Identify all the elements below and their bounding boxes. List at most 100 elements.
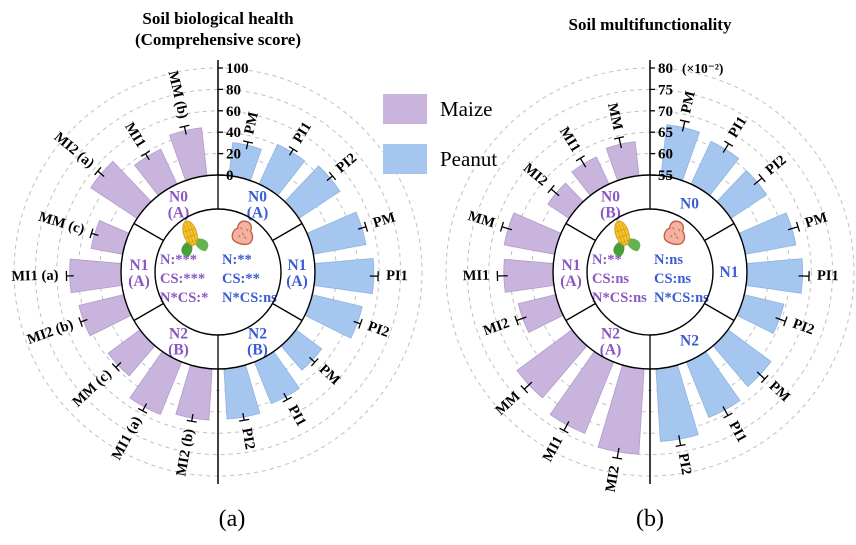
sector-divider: [704, 222, 735, 242]
gridline-circle: [488, 110, 812, 434]
error-bar-cap: [239, 418, 250, 422]
maize-stats-line: N:**: [592, 252, 622, 268]
error-bar-cap: [288, 145, 298, 153]
bar-label: PI2: [365, 318, 391, 340]
sector-divider: [272, 302, 303, 322]
error-bar: [353, 320, 361, 325]
error-bar-cap: [760, 374, 769, 384]
gridline-circle: [466, 88, 834, 456]
sector-label: N1(A): [128, 257, 150, 290]
error-bar-cap: [724, 140, 734, 147]
error-bar: [242, 413, 245, 421]
corn-leaf: [626, 238, 641, 252]
bar-peanut-PI2: [716, 170, 768, 220]
bar-label: MI2: [520, 160, 551, 189]
error-bar-cap: [612, 456, 623, 460]
error-bar-cap: [795, 221, 801, 232]
bar-label: MI1 (a): [109, 414, 146, 463]
axis-tick-label: 20: [226, 147, 241, 163]
bar-maize-MM: [503, 212, 562, 255]
bar-label: PI1: [725, 418, 749, 445]
error-bar: [550, 188, 560, 197]
sector-label: N0: [680, 196, 699, 213]
bar-maize-MM (b): [169, 127, 208, 182]
error-bar-cap: [559, 427, 569, 434]
axis-tick-label: 55: [658, 168, 673, 184]
error-bar: [753, 177, 763, 186]
bar-label: MI1: [121, 120, 149, 151]
maize-stats-line: N*CS:ns: [592, 290, 647, 306]
sector-divider: [133, 222, 164, 242]
bar-label: PI1: [817, 268, 839, 285]
peanut-stats-line: N*CS:ns: [222, 290, 277, 306]
bar-peanut-PM: [306, 211, 367, 255]
bar-label: MM: [492, 388, 523, 419]
sector-divider: [565, 222, 596, 242]
peanut-stats-line: N:**: [222, 252, 252, 268]
bar-label: PI1: [725, 114, 750, 141]
bar-label: MI1: [556, 124, 584, 155]
axis-tick-label: 65: [658, 125, 673, 141]
chart-b-title: Soil multifunctionality: [490, 14, 810, 35]
sector-label: N1: [720, 264, 739, 281]
error-bar: [191, 414, 194, 422]
error-bar-cap: [547, 184, 555, 194]
bar-label: MM (c): [70, 366, 115, 410]
error-bar-cap: [363, 221, 369, 232]
error-bar-cap: [137, 407, 148, 414]
bar-label: MI2: [603, 465, 623, 494]
error-bar-cap: [94, 166, 102, 176]
error-bar: [501, 226, 513, 231]
sector-label: N0(A): [247, 189, 269, 222]
error-bar-cap: [499, 221, 505, 232]
peanut-texture: [670, 226, 681, 240]
error-bar-cap: [310, 358, 319, 367]
error-bar-cap: [675, 443, 686, 448]
chart-a-title-line1: Soil biological health: [142, 9, 294, 28]
error-bar: [775, 317, 786, 322]
bar-peanut-PI2: [223, 364, 261, 420]
bar-label: MI2 (a): [51, 129, 98, 172]
bar-label: MI2 (b): [173, 427, 197, 477]
axis-tick-label: 100: [226, 61, 249, 77]
bar-label: PI2: [333, 150, 360, 176]
peanut-icon: [663, 220, 686, 246]
bar-label: PM: [316, 361, 344, 388]
corn-kernels: [183, 221, 199, 245]
error-bar-cap: [514, 315, 519, 326]
gridline-circle: [56, 110, 380, 434]
error-bar: [616, 447, 620, 459]
error-bar: [97, 170, 105, 177]
error-bar: [309, 356, 316, 363]
error-bar: [357, 226, 367, 230]
bar-peanut-PI1: [745, 258, 803, 294]
bar-label: PM: [803, 209, 830, 231]
gridline-circle: [34, 88, 402, 456]
error-bar: [245, 141, 249, 150]
error-bar-cap: [520, 385, 529, 394]
panel-b-label: (b): [636, 506, 664, 532]
peanut-swatch: [383, 144, 427, 174]
bar-label: PM: [241, 110, 262, 136]
bar-label: MI1: [540, 433, 567, 464]
bar-peanut-PI1: [313, 257, 375, 295]
maize-stats-line: N:***: [160, 252, 197, 268]
chart-b-title-line1: Soil multifunctionality: [568, 15, 732, 34]
peanut-shell: [231, 220, 254, 246]
bar-maize-MM (c): [107, 329, 156, 377]
error-bar: [579, 157, 587, 168]
error-bar-cap: [140, 150, 151, 157]
bar-label: PM: [371, 209, 398, 231]
legend-item-peanut: Peanut: [383, 144, 497, 174]
sector-label: N0(A): [168, 189, 190, 222]
corn-kernels: [615, 221, 631, 245]
peanut-stats-line: N:ns: [654, 252, 683, 268]
error-bar: [288, 148, 294, 156]
error-bar: [563, 421, 570, 431]
corn-icon: [181, 220, 209, 257]
error-bar: [326, 175, 333, 182]
error-bar-cap: [242, 140, 254, 144]
error-bar: [678, 435, 682, 446]
maize-swatch: [383, 94, 427, 124]
peanut-icon: [231, 220, 254, 246]
